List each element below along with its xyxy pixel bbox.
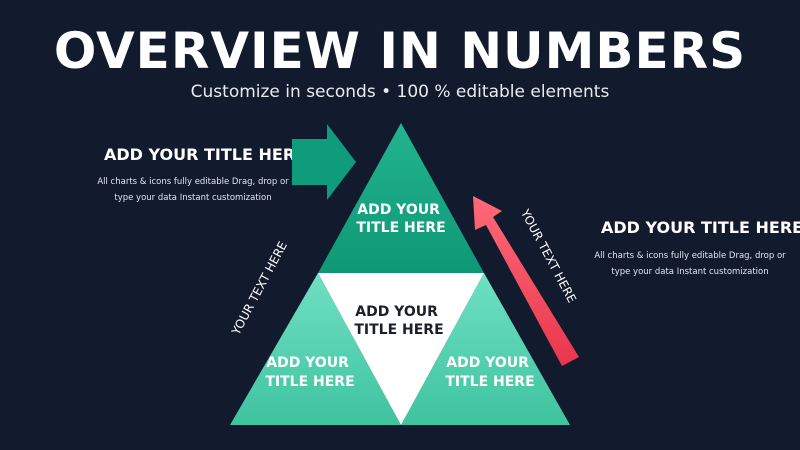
arrow-right-icon <box>292 124 356 200</box>
center-segment-label: ADD YOUR TITLE HERE <box>354 304 443 338</box>
top-segment-label-line2: TITLE HERE <box>356 220 445 236</box>
top-segment-label-line1: ADD YOUR <box>357 202 440 218</box>
right-block-body: All charts & icons fully editable Drag, … <box>590 248 790 280</box>
top-segment-label: ADD YOUR TITLE HERE <box>356 202 445 236</box>
pyramid-bottom-right-segment <box>401 273 570 425</box>
left-side-text: YOUR TEXT HERE <box>228 239 289 338</box>
arrow-up-right-icon <box>473 196 579 366</box>
bottom-left-segment-label-line1: ADD YOUR <box>266 355 349 371</box>
right-block-body-line2: type your data Instant customization <box>611 267 769 277</box>
pyramid-center-segment <box>318 273 484 425</box>
left-block-body-line1: All charts & icons fully editable Drag, … <box>97 177 289 187</box>
center-segment-label-line1: ADD YOUR <box>355 304 438 320</box>
bottom-right-segment-label-line2: TITLE HERE <box>445 374 534 390</box>
left-block-title: ADD YOUR TITLE HERE <box>104 145 307 164</box>
left-block-body: All charts & icons fully editable Drag, … <box>93 174 293 206</box>
page-subtitle: Customize in seconds • 100 % editable el… <box>190 82 610 102</box>
right-block-body-line1: All charts & icons fully editable Drag, … <box>594 251 786 261</box>
bottom-left-segment-label: ADD YOUR TITLE HERE <box>265 355 354 390</box>
pyramid-top-segment <box>318 123 484 273</box>
left-block-body-line2: type your data Instant customization <box>114 193 272 203</box>
right-block-title: ADD YOUR TITLE HERE <box>601 218 800 237</box>
center-segment-label-line2: TITLE HERE <box>354 322 443 338</box>
pyramid-bottom-left-segment <box>230 273 401 425</box>
page-title: OVERVIEW IN NUMBERS <box>53 22 747 80</box>
bottom-right-segment-label-line1: ADD YOUR <box>446 355 529 371</box>
bottom-left-segment-label-line2: TITLE HERE <box>265 374 354 390</box>
bottom-right-segment-label: ADD YOUR TITLE HERE <box>445 355 534 390</box>
